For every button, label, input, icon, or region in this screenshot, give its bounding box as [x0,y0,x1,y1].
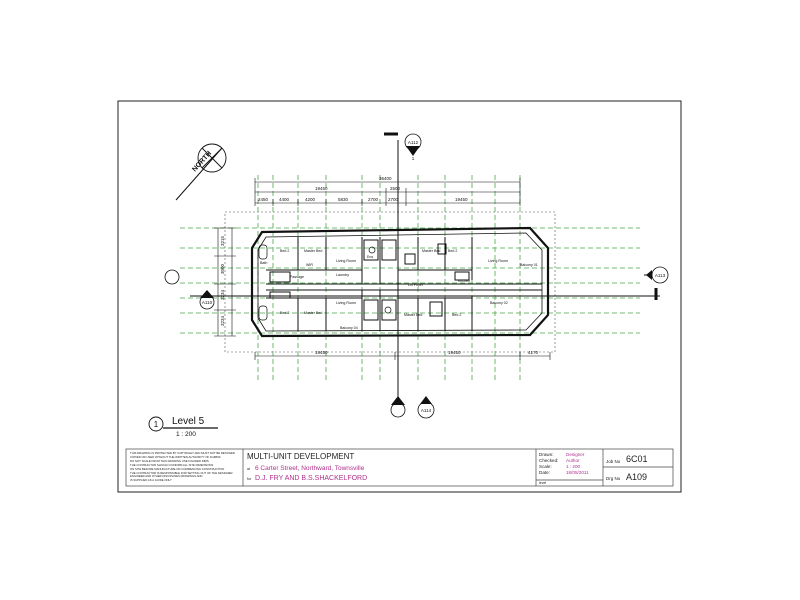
dim-left-2: 3000 [220,263,225,274]
dim-sub-5: 2700 [368,197,379,202]
building-outline [250,226,550,338]
job-no-value: 6C01 [626,454,648,464]
room-label: Bed 2 [448,249,457,253]
dim-top-left: 19450 [315,186,328,191]
room-label: Master Bed [404,313,422,317]
section-tag-top-sub: 1 [412,156,415,161]
date-label: Date: [539,470,550,475]
section-marker-right[interactable] [644,266,669,284]
note-line: COPIED OR USED WITHOUT THE WRITTEN AUTHO… [130,454,221,459]
interior-walls [266,237,542,331]
room-label: Balcony 02 [490,301,508,305]
room-label: Kitchen [458,279,470,283]
title-block [125,448,674,487]
dim-sub-3: 4200 [305,197,316,202]
client-name: D.J. FRY AND B.S.SHACKELFORD [255,475,368,482]
room-label: WIR [306,263,313,267]
dim-left-4: 3234 [220,315,225,326]
dim-left-1: 3215 [220,235,225,246]
view-title-text: Level 5 [172,416,205,427]
room-label: Laundry [336,273,349,277]
view-number: 1 [154,420,159,429]
view-scale: 1 : 200 [176,431,196,438]
dimension-lines-bottom [254,352,551,360]
grid-lines [180,175,640,382]
note-line: ON SITE BEFORE MANUFACTURE OR COMMENCING… [130,466,225,471]
drawing-info-values: Designer Author 1 : 200 18/05/2011 [566,452,589,476]
room-label: Passage [290,275,304,279]
room-label: Master Bed [422,249,440,253]
room-label: Master Bed [304,311,322,315]
note-line: DO NOT SCALE FROM THIS DRAWING USE FIGUR… [130,458,209,463]
section-marker-top[interactable] [404,133,422,156]
section-marker-bottom[interactable] [417,396,435,419]
client-prefix: for [247,477,252,481]
room-label: Balcony 04 [340,326,358,330]
dim-bottom-left: 19450 [315,350,328,355]
building-inner-outline [257,232,543,332]
room-label: Living Room [336,301,356,305]
note-line: THIS DRAWING IS PROTECTED BY COPYRIGHT A… [130,451,235,455]
section-tag-right: A113 [655,273,666,278]
dim-bottom-end: 4170 [528,350,539,355]
dim-sub-6: 2700 [388,197,399,202]
dimension-lines-top [254,178,521,206]
checked-label: Checked: [539,458,559,463]
dim-sub-2: 4400 [279,197,290,202]
room-label: Lift Foyer [408,283,424,287]
drawn-label: Drawn: [539,452,554,457]
callout-marker-bottom[interactable] [390,396,406,418]
room-label: Living Room [336,259,356,263]
room-label: Living Room [488,259,508,263]
address-prefix: at [247,467,250,471]
dim-top-mid: 2500 [390,186,401,191]
room-label: Bed 2 [280,311,289,315]
disclaimer-notes: THIS DRAWING IS PROTECTED BY COPYRIGHT A… [130,451,235,483]
dim-top-right: 19450 [455,197,468,202]
room-label: Bath [260,261,267,265]
section-marker-left[interactable] [199,290,215,310]
room-label: Ens [367,255,373,259]
dim-left-3: 3234 [220,289,225,300]
section-tag-left: A110 [202,300,213,305]
date-value: 18/05/2011 [566,470,589,475]
drawn-value: Designer [566,452,585,457]
project-title: MULTI-UNIT DEVELOPMENT [247,452,355,461]
section-tag-top: A112 [408,140,419,145]
note-line: ENGINEER AND OTHER DISCIPLINES DRAWINGS … [130,474,203,479]
site-boundary [224,211,556,353]
note-line: IS SUPPLIED AS A GUIDE ONLY [130,478,172,483]
dimension-lines-left [214,227,236,337]
scale-label: Scale: [539,464,552,469]
sheet-border [117,100,682,493]
fixtures [258,244,392,321]
job-no-label: Job No [606,459,621,464]
dim-sub-1: 2450 [258,197,269,202]
note-line: THE CONTRACTOR SHOULD CONFIRM ALL SITE D… [130,462,214,467]
note-line: THE CONTRACTOR IS RESPONSIBLE FOR SETTIN… [130,470,233,475]
section-tag-bottom: A114 [421,408,432,413]
dim-overall: 36400 [379,176,392,181]
level-label: level [539,481,547,485]
room-label: Bed 2 [452,313,461,317]
drawing-info-labels: Drawn: Checked: Scale: Date: [539,452,558,476]
dim-bottom-right: 19450 [448,350,461,355]
room-label: Balcony 01 [520,263,538,267]
grid-bubble-left [164,269,180,285]
room-label: Master Bed [304,249,322,253]
checked-value: Author [566,458,580,463]
scale-value: 1 : 200 [566,464,581,469]
view-title [148,416,218,432]
room-label: Bed 2 [280,249,289,253]
drg-no-label: Drg No [606,476,621,481]
north-arrow-icon [175,143,227,201]
project-address: 6 Carter Street, Northward, Townsville [255,465,365,472]
drg-no-value: A109 [626,472,648,482]
dim-sub-4: 5830 [338,197,349,202]
